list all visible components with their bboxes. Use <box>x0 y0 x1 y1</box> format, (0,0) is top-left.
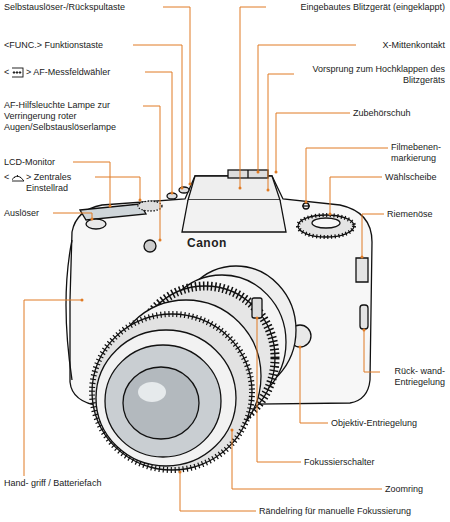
camera-body <box>360 305 368 329</box>
leader-dots <box>329 213 332 216</box>
camera-body <box>356 258 368 282</box>
leader-dots <box>171 192 174 195</box>
shoe-label: Zubehörschuh <box>352 108 446 119</box>
camera-body <box>312 218 340 228</box>
flash-label: Eingebautes Blitzgerät (eingeklappt) <box>266 2 446 13</box>
leader-dots <box>159 239 162 242</box>
af-point-icon <box>11 68 23 77</box>
lug-label: Riemenöse <box>386 209 446 220</box>
leader-dots <box>256 317 259 320</box>
dial-icon <box>11 181 24 182</box>
brand-name: Canon <box>186 238 246 249</box>
dial-icon <box>17 175 18 177</box>
mark-label: Filmebenen- markierung <box>390 142 448 164</box>
camera-body <box>303 203 309 209</box>
leader-dots <box>257 171 260 174</box>
af-point-icon <box>13 72 15 74</box>
leader-dots <box>109 205 112 208</box>
camera-lens <box>252 298 262 318</box>
leader-dots <box>299 346 302 349</box>
flash-label: Vorsprung zum Hochklappen des Blitzgerät… <box>296 64 446 86</box>
leader-dots <box>239 187 242 190</box>
leader-lines <box>268 74 294 190</box>
leader-lines <box>330 177 382 214</box>
bracket: < <box>3 172 12 183</box>
label-text: Selbstauslöser-/Rückspultaste <box>3 2 163 13</box>
ring-label: Rändelring für manuelle Fokussierung <box>258 506 448 517</box>
switch-label: Fokussierschalter <box>303 457 413 468</box>
camera-lens <box>92 266 296 470</box>
leader-lines <box>257 318 301 462</box>
leader-dots <box>81 299 84 302</box>
leader-dots <box>275 171 278 174</box>
camera-lens <box>96 330 236 466</box>
button-label: > AF-Messfeldwähler <box>25 67 145 78</box>
leader-lines <box>156 7 190 184</box>
camera-lens <box>92 314 252 470</box>
ring-label: Zoomring <box>384 484 446 495</box>
camera-body <box>302 205 310 206</box>
leader-lines <box>276 113 350 172</box>
dial-icon <box>14 177 15 178</box>
camera-body <box>228 170 268 178</box>
leader-dots <box>181 187 184 190</box>
camera-body <box>179 187 189 193</box>
dial-label: > Zentrales Einstellrad <box>25 172 95 194</box>
camera-body <box>247 170 248 178</box>
camera-body <box>86 219 106 229</box>
leader-lines <box>362 214 384 257</box>
leader-dots <box>139 199 142 202</box>
leader-dots <box>179 471 182 474</box>
dial-icon <box>11 176 24 181</box>
camera-lens <box>138 382 166 402</box>
lamp-label: AF-Hilfsleuchte Lampe zur Verringerung r… <box>3 100 143 133</box>
af-point-icon <box>11 68 23 77</box>
leader-dots <box>189 183 192 186</box>
camera-body <box>298 215 354 237</box>
leader-lines <box>24 300 82 476</box>
camera-body <box>138 201 162 211</box>
grip-label: Hand- griff / Batteriefach <box>3 478 103 489</box>
af-point-icon <box>19 72 21 74</box>
camera-lens <box>123 367 199 439</box>
release-label: Rück- wand-Entriegelung <box>380 366 446 388</box>
contact-label: X-Mittenkontakt <box>356 40 446 51</box>
leader-dots <box>81 171 366 474</box>
camera-body <box>188 176 280 200</box>
af-point-icon <box>16 72 18 74</box>
camera-body <box>182 200 286 232</box>
camera-body <box>66 240 72 380</box>
camera-body <box>80 204 146 220</box>
leader-dots <box>363 329 366 332</box>
leader-lines <box>306 148 388 202</box>
release-label: Objektiv-Entriegelung <box>330 418 446 429</box>
dial-label: Wählscheibe <box>384 172 448 183</box>
leader-dots <box>231 429 234 432</box>
bracket: < <box>3 67 12 78</box>
camera-body <box>144 240 156 252</box>
leader-lines <box>300 347 328 423</box>
button-label: <FUNC.> Funktionstaste <box>3 40 133 51</box>
leader-dots <box>91 218 94 221</box>
leader-dots <box>267 189 270 192</box>
camera-body <box>298 215 354 237</box>
button-label: Auslöser <box>3 208 53 219</box>
leader-dots <box>361 256 364 259</box>
leader-lines <box>240 7 272 188</box>
dial-icon <box>11 175 24 181</box>
camera-lens <box>105 345 221 457</box>
dial-icon <box>20 177 21 178</box>
leader-lines <box>180 472 256 511</box>
camera-lens <box>92 314 252 470</box>
display-label: LCD-Monitor <box>3 157 73 168</box>
leader-dots <box>305 201 308 204</box>
